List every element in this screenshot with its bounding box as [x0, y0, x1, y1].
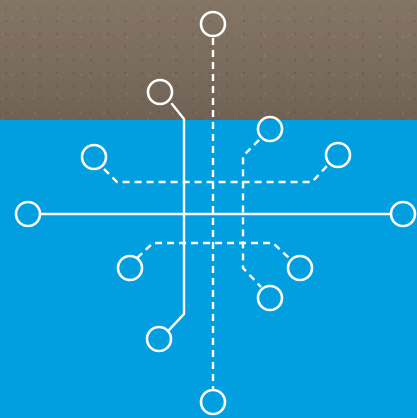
bottom-center-node — [201, 390, 225, 414]
right-lower-node — [288, 256, 312, 280]
upper-middle-node — [258, 117, 282, 141]
bottom-left-node — [147, 327, 171, 351]
upper-dashed-trace — [104, 166, 327, 182]
left-lower-node — [118, 256, 142, 280]
solid-traces — [41, 104, 389, 330]
left-vertical-trace — [169, 104, 184, 330]
upper-left-node — [148, 80, 172, 104]
top-center-node — [201, 12, 225, 36]
left-upper-node — [82, 145, 106, 169]
left-center-node — [16, 202, 40, 226]
right-upper-node — [326, 143, 350, 167]
right-center-node — [391, 202, 415, 226]
lower-middle-node — [258, 286, 282, 310]
